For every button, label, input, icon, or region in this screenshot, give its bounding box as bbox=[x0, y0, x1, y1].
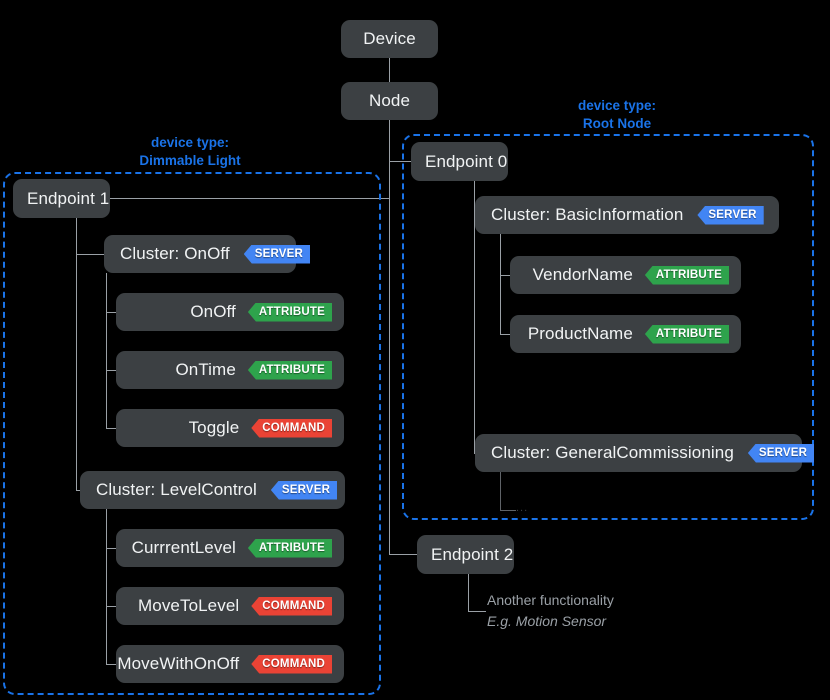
connector-levelcontrol-to-movetolevel bbox=[106, 606, 124, 607]
device-type-label-dimmable-light: device type: Dimmable Light bbox=[60, 134, 320, 170]
endpoint-2-note-primary: Another functionality bbox=[487, 592, 614, 608]
element-movetolevel[interactable]: MoveToLevel COMMAND bbox=[116, 587, 344, 625]
element-movewithonoff[interactable]: MoveWithOnOff COMMAND bbox=[116, 645, 344, 683]
cluster-basicinformation-label: Cluster: BasicInformation bbox=[491, 205, 684, 224]
connector-levelcontrol-to-currentlevel bbox=[106, 548, 124, 549]
connector-basicinformation-to-vendorname bbox=[500, 275, 516, 276]
generalcommissioning-more-indicator: ... bbox=[516, 502, 529, 514]
element-onoff-label: OnOff bbox=[190, 302, 236, 321]
element-toggle-label: Toggle bbox=[188, 418, 240, 437]
endpoint-0-label: Endpoint 0 bbox=[425, 151, 508, 171]
element-productname-label: ProductName bbox=[527, 324, 633, 343]
endpoint-2-note-secondary: E.g. Motion Sensor bbox=[487, 613, 607, 629]
endpoint-2-label: Endpoint 2 bbox=[431, 544, 514, 564]
connector-node-trunk bbox=[389, 119, 390, 555]
cluster-onoff-box[interactable]: Cluster: OnOff SERVER bbox=[104, 235, 311, 273]
cluster-generalcommissioning-badge: SERVER bbox=[747, 443, 815, 463]
cluster-generalcommissioning-label: Cluster: GeneralCommissioning bbox=[491, 443, 734, 462]
connector-trunk-to-endpoint2 bbox=[389, 554, 417, 555]
node-node[interactable]: Node bbox=[341, 82, 438, 120]
cluster-levelcontrol-label: Cluster: LevelControl bbox=[96, 480, 257, 499]
element-onoff[interactable]: OnOff ATTRIBUTE bbox=[116, 293, 344, 331]
endpoint-2-box[interactable]: Endpoint 2 bbox=[417, 535, 514, 574]
cluster-levelcontrol-badge: SERVER bbox=[270, 480, 338, 500]
element-toggle[interactable]: Toggle COMMAND bbox=[116, 409, 344, 447]
connector-device-to-node bbox=[389, 57, 390, 83]
element-vendorname[interactable]: VendorName ATTRIBUTE bbox=[510, 256, 741, 294]
connector-endpoint1-spine bbox=[76, 218, 77, 490]
connector-levelcontrol-to-movewithonoff bbox=[106, 664, 124, 665]
endpoint-0-box[interactable]: Endpoint 0 bbox=[411, 142, 508, 181]
element-ontime-label: OnTime bbox=[175, 360, 236, 379]
cluster-onoff-label: Cluster: OnOff bbox=[120, 244, 230, 263]
device-type-prefix-root-node: device type: bbox=[577, 98, 657, 113]
connector-basicinformation-spine bbox=[500, 234, 501, 334]
connector-endpoint0-spine bbox=[474, 181, 475, 453]
endpoint-1-box[interactable]: Endpoint 1 bbox=[13, 179, 110, 218]
element-onoff-badge: ATTRIBUTE bbox=[247, 302, 332, 322]
element-currentlevel-label: CurrrentLevel bbox=[131, 538, 236, 557]
element-vendorname-badge: ATTRIBUTE bbox=[644, 265, 729, 285]
connector-onoff-to-onoff-attr bbox=[106, 312, 124, 313]
element-toggle-badge: COMMAND bbox=[251, 418, 332, 438]
element-productname-badge: ATTRIBUTE bbox=[644, 324, 729, 344]
cluster-generalcommissioning-box[interactable]: Cluster: GeneralCommissioning SERVER bbox=[475, 434, 815, 472]
connector-trunk-to-endpoint1 bbox=[110, 198, 390, 199]
connector-trunk-to-endpoint0 bbox=[389, 161, 411, 162]
element-movetolevel-label: MoveToLevel bbox=[138, 596, 240, 615]
element-currentlevel[interactable]: CurrrentLevel ATTRIBUTE bbox=[116, 529, 344, 567]
connector-onoff-to-ontime-attr bbox=[106, 370, 124, 371]
connector-generalcommissioning-spine bbox=[500, 472, 501, 510]
element-currentlevel-badge: ATTRIBUTE bbox=[247, 538, 332, 558]
element-ontime-badge: ATTRIBUTE bbox=[247, 360, 332, 380]
cluster-levelcontrol-box[interactable]: Cluster: LevelControl SERVER bbox=[80, 471, 345, 509]
device-type-name-dimmable-light: Dimmable Light bbox=[139, 153, 241, 168]
cluster-basicinformation-box[interactable]: Cluster: BasicInformation SERVER bbox=[475, 196, 779, 234]
node-node-label: Node bbox=[368, 91, 411, 110]
device-type-name-root-node: Root Node bbox=[582, 116, 652, 131]
cluster-basicinformation-badge: SERVER bbox=[697, 205, 764, 225]
element-productname[interactable]: ProductName ATTRIBUTE bbox=[510, 315, 741, 353]
node-device[interactable]: Device bbox=[341, 20, 438, 58]
element-movewithonoff-badge: COMMAND bbox=[251, 654, 332, 674]
connector-onoff-spine bbox=[106, 273, 107, 428]
connector-endpoint1-to-onoff bbox=[76, 254, 104, 255]
connector-onoff-to-toggle-cmd bbox=[106, 428, 124, 429]
connector-generalcommissioning-to-more bbox=[500, 510, 516, 511]
connector-basicinformation-to-productname bbox=[500, 334, 516, 335]
device-type-prefix-dimmable-light: device type: bbox=[150, 135, 230, 150]
device-type-label-root-node: device type: Root Node bbox=[488, 97, 746, 133]
connector-levelcontrol-spine bbox=[106, 509, 107, 664]
endpoint-1-label: Endpoint 1 bbox=[27, 188, 110, 208]
connector-endpoint2-spine bbox=[468, 574, 469, 611]
cluster-onoff-badge: SERVER bbox=[243, 244, 311, 264]
element-ontime[interactable]: OnTime ATTRIBUTE bbox=[116, 351, 344, 389]
element-movewithonoff-label: MoveWithOnOff bbox=[117, 654, 240, 673]
element-movetolevel-badge: COMMAND bbox=[251, 596, 332, 616]
node-device-label: Device bbox=[363, 29, 416, 48]
connector-endpoint2-to-note bbox=[468, 611, 486, 612]
element-vendorname-label: VendorName bbox=[532, 265, 633, 284]
